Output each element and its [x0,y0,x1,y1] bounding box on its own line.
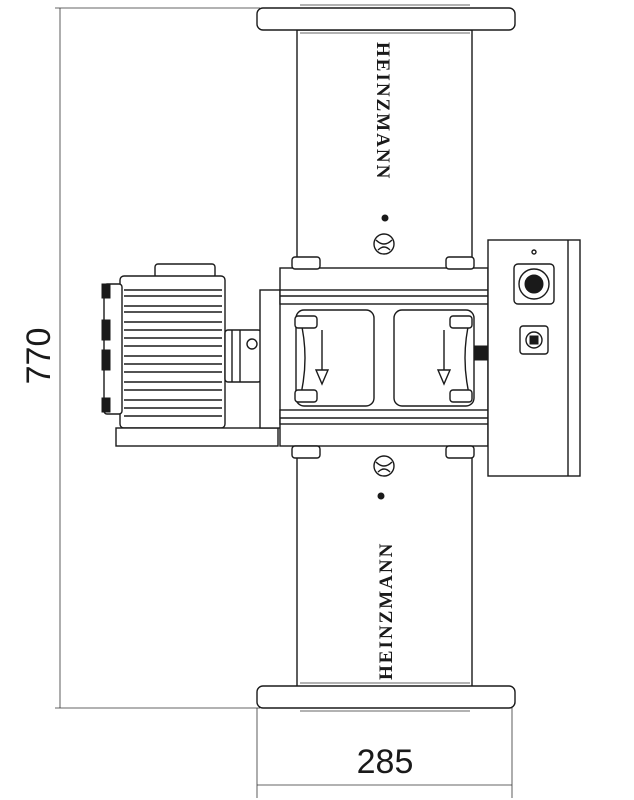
height-dimension-lines [55,7,260,709]
round-connector-icon [513,263,555,305]
width-dimension-label: 285 [357,743,414,781]
bottom-flange [256,682,516,712]
top-flange [256,4,516,34]
brand-dot-top [381,214,389,222]
motor-housing [101,263,262,429]
bolts [291,256,475,459]
logo-icon-top [373,233,395,255]
brand-dot-bottom [377,492,385,500]
square-connector-icon [519,325,549,355]
logo-icon-bottom [373,455,395,477]
actuator-body [279,267,489,447]
adapter-bracket [259,289,283,429]
height-dimension-label: 770 [20,328,58,385]
base-plate [115,427,279,447]
brand-label-top: HEINZMANN [372,42,393,180]
width-dimension-lines [256,708,513,798]
brand-label-bottom: HEINZMANN [376,542,397,680]
